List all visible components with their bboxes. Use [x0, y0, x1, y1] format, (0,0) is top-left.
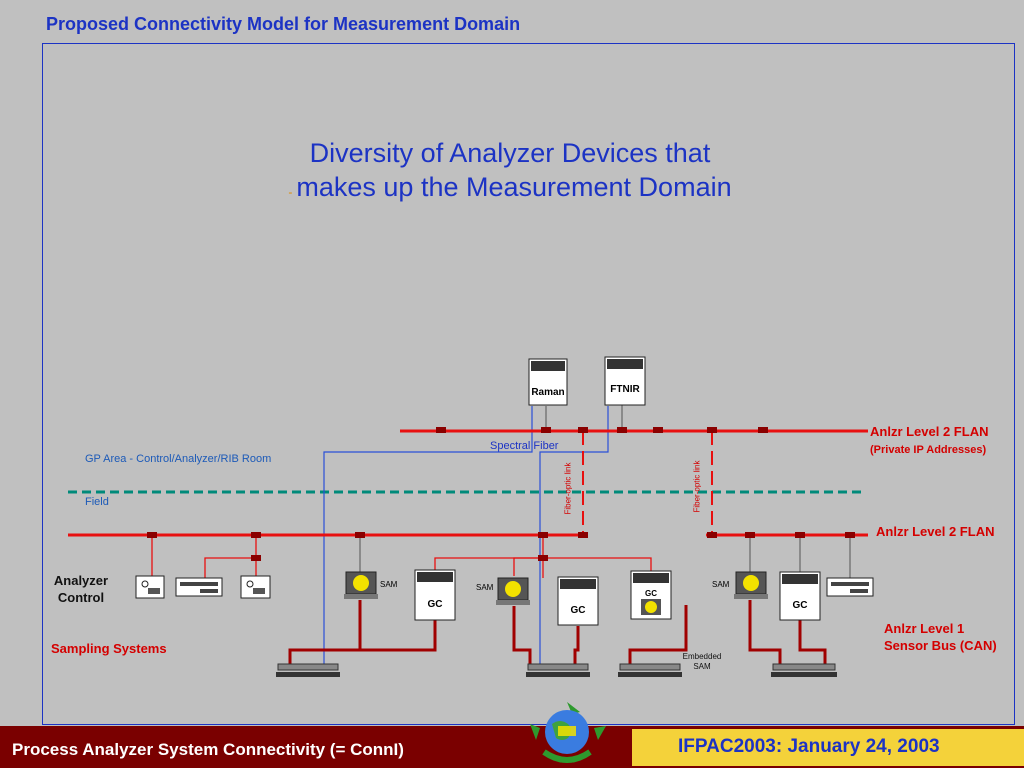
analyzer-control-line-1: Analyzer — [53, 573, 109, 588]
level1-line-2: Sensor Bus (CAN) — [884, 638, 997, 653]
footer-left-text: Process Analyzer System Connectivity (= … — [12, 740, 404, 759]
sampling-systems-label: Sampling Systems — [51, 641, 167, 656]
gc-unit-3: GC — [630, 570, 672, 620]
field-label: Field — [85, 496, 109, 508]
fiber-optic-label-1: Fiber-optic link — [563, 462, 573, 515]
analyzer-control-device-3 — [240, 575, 271, 599]
flan-top-sublabel: (Private IP Addresses) — [870, 444, 987, 456]
heading-dash: - — [288, 185, 293, 199]
sample-rack-4 — [771, 663, 837, 677]
level1-label: Anlzr Level 1 Sensor Bus (CAN) — [884, 620, 997, 654]
gc-label-2: GC — [571, 605, 586, 616]
sample-rack-1 — [276, 663, 340, 677]
analyzer-control-device-2 — [175, 577, 223, 597]
field-analyzer — [826, 577, 874, 597]
embedded-sam-line-1: Embedded — [682, 652, 722, 661]
raman-analyzer: Raman — [528, 358, 568, 406]
footer-right-box — [632, 729, 1024, 766]
level1-line-1: Anlzr Level 1 — [884, 621, 965, 636]
sam-label-1: SAM — [380, 580, 398, 589]
heading-line-2-text: makes up the Measurement Domain — [296, 172, 732, 202]
ftnir-label: FTNIR — [610, 384, 640, 395]
gc-unit-2: GC — [557, 576, 599, 626]
sample-rack-3 — [618, 663, 682, 677]
footer-right-text: IFPAC2003: January 24, 2003 — [678, 736, 940, 757]
spectral-fiber-lines — [323, 406, 609, 668]
gc-unit-4: GC — [779, 571, 821, 621]
heading-line-2: -makes up the Measurement Domain — [190, 170, 830, 209]
sam-unit-3: SAM — [712, 571, 768, 599]
flan-top-label: Anlzr Level 2 FLAN — [870, 424, 989, 439]
raman-label: Raman — [531, 387, 564, 398]
control-drops — [151, 535, 652, 578]
sam-label-3: SAM — [712, 580, 730, 589]
embedded-sam-line-2: SAM — [693, 662, 711, 671]
gc-label-4: GC — [793, 600, 808, 611]
spectral-fiber-label: Spectral Fiber — [490, 440, 559, 452]
analyzer-control-device-1 — [135, 575, 165, 599]
diagram-heading: Diversity of Analyzer Devices that -make… — [190, 136, 830, 209]
heading-line-1: Diversity of Analyzer Devices that — [309, 138, 711, 168]
sample-rack-2 — [526, 663, 590, 677]
gc-label-1: GC — [428, 599, 443, 610]
can-bus-lines — [288, 600, 827, 664]
sam-unit-1: SAM — [344, 571, 398, 599]
slide-title: Proposed Connectivity Model for Measurem… — [46, 14, 521, 34]
gc-unit-1: GC — [414, 569, 456, 621]
flan-mid-label: Anlzr Level 2 FLAN — [876, 524, 995, 539]
globe-recycle-logo — [530, 702, 606, 763]
analyzer-control-label: Analyzer Control — [44, 572, 118, 606]
content-frame — [42, 43, 1015, 725]
fiber-optic-label-2: Fiber-optic link — [692, 460, 702, 513]
gp-area-label: GP Area - Control/Analyzer/RIB Room — [85, 453, 272, 465]
analyzer-control-line-2: Control — [57, 590, 105, 605]
gc-label-3: GC — [645, 589, 657, 598]
embedded-sam-label: Embedded SAM — [676, 652, 728, 672]
connectivity-diagram: Raman FTNIR SAM SAM SAM GC GC GC GC — [68, 356, 874, 677]
ftnir-analyzer: FTNIR — [604, 356, 646, 406]
sam-unit-2: SAM — [476, 577, 530, 605]
bus-nodes — [147, 427, 855, 561]
sam-label-2: SAM — [476, 583, 494, 592]
